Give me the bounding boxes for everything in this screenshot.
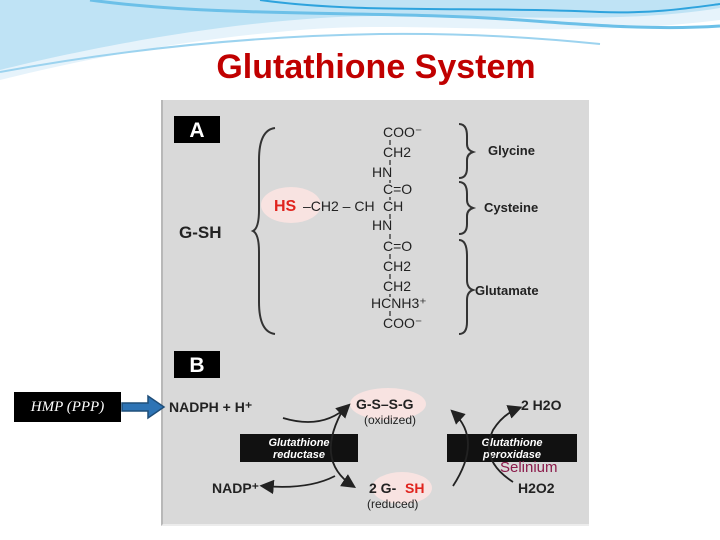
structure-atom: COO⁻ bbox=[383, 124, 422, 140]
structure-atom: CH2 bbox=[383, 258, 411, 274]
panel-b-label: B bbox=[189, 354, 204, 377]
panel-b-badge bbox=[174, 351, 220, 378]
glutathione-figure: A G-SH HS –CH2 – CH COO⁻ CH2 HN C=O CH H… bbox=[169, 116, 577, 511]
reduced-label: (reduced) bbox=[367, 497, 418, 511]
structure-atom: C=O bbox=[383, 238, 412, 254]
gsh-bracket bbox=[250, 127, 276, 335]
cysteine-side-chain: –CH2 – CH bbox=[303, 198, 375, 214]
gsh-highlight bbox=[372, 472, 432, 504]
cysteine-brace bbox=[458, 181, 477, 235]
h2o2-to-water-arrow bbox=[488, 405, 523, 483]
amino-acid-label: Glycine bbox=[488, 143, 535, 158]
nadp-label: NADP⁺ bbox=[212, 480, 259, 496]
glutathione-figure-panel: A G-SH HS –CH2 – CH COO⁻ CH2 HN C=O CH H… bbox=[161, 100, 589, 526]
hmp-arrow-icon bbox=[121, 394, 166, 420]
structure-atom: HN bbox=[372, 164, 392, 180]
structure-atom: CH2 bbox=[383, 278, 411, 294]
two-gsh-sh: SH bbox=[405, 480, 424, 496]
water-label: 2 H2O bbox=[521, 397, 562, 413]
page-title: Glutathione System bbox=[216, 48, 536, 86]
gssg-label: G-S–S-G bbox=[356, 396, 414, 412]
header-swoosh-decoration bbox=[0, 0, 720, 80]
reductase-label-line2: reductase bbox=[273, 449, 325, 461]
reductase-label-line1: Glutathione bbox=[268, 437, 329, 449]
hmp-ppp-label: HMP (PPP) bbox=[14, 392, 121, 422]
reaction-arrows bbox=[259, 403, 523, 495]
glutamate-brace bbox=[458, 239, 477, 335]
gssg-to-gsh-arrow bbox=[329, 405, 357, 488]
amino-acid-label: Cysteine bbox=[484, 200, 538, 215]
reductase-box bbox=[240, 434, 358, 462]
nadph-label: NADPH + H⁺ bbox=[169, 399, 252, 415]
gsh-label: G-SH bbox=[179, 223, 222, 242]
hs-group: HS bbox=[274, 198, 297, 215]
panel-a-badge bbox=[174, 116, 220, 143]
structure-atom: COO⁻ bbox=[383, 315, 422, 331]
structure-atom: CH2 bbox=[383, 144, 411, 160]
oxidized-label: (oxidized) bbox=[364, 413, 416, 427]
two-gsh-prefix: 2 G- bbox=[369, 480, 397, 496]
structure-atom: C=O bbox=[383, 181, 412, 197]
structure-atom: CH bbox=[383, 198, 403, 214]
structure-atom: HN bbox=[372, 217, 392, 233]
gssg-highlight bbox=[350, 388, 426, 420]
h2o2-label: H2O2 bbox=[518, 480, 555, 496]
hs-highlight bbox=[261, 187, 321, 223]
glycine-brace bbox=[458, 123, 477, 179]
peroxidase-label-line2: peroxidase bbox=[482, 449, 541, 461]
selinium-label: Selinium bbox=[500, 459, 558, 476]
amino-acid-label: Glutamate bbox=[475, 283, 539, 298]
gsh-to-gssg-arrow bbox=[450, 409, 469, 487]
structure-atom: HCNH3⁺ bbox=[371, 295, 427, 311]
panel-a-label: A bbox=[189, 119, 204, 142]
peroxidase-label-line1: Glutathione bbox=[481, 437, 542, 449]
to-nadp-arrow bbox=[259, 475, 336, 495]
